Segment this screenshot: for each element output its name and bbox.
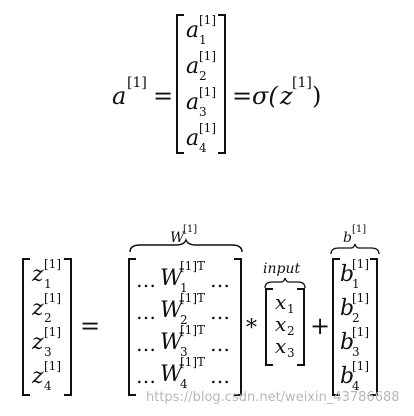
vector-z-entry-2-layer: [1] [44, 291, 61, 305]
vector-a-entry-3-sub: 3 [199, 105, 207, 119]
w-row-1-dots-right: … [210, 268, 230, 292]
w-brace-label-layer: [1] [183, 224, 198, 235]
vector-b-entry-1-layer: [1] [352, 257, 369, 271]
w-row-3-sub: 3 [180, 345, 188, 359]
w-row-4-sub: 4 [180, 377, 188, 391]
vector-a-entry-1-layer: [1] [199, 13, 216, 27]
w-overbrace-icon [129, 237, 243, 253]
left-bracket-b [332, 258, 340, 396]
vector-z-entry-1: z [32, 262, 44, 287]
vector-x-entry-3: x [275, 334, 287, 358]
equals-sign-3: = [80, 312, 101, 340]
input-overbrace-icon [264, 277, 306, 289]
vector-b-entry-1-sub: 1 [352, 277, 360, 291]
right-bracket-w [234, 258, 242, 396]
vector-z-entry-2-sub: 2 [44, 311, 52, 325]
vector-z-entry-2: z [32, 296, 44, 321]
vector-b-entry-4-layer: [1] [352, 359, 369, 373]
vector-b-entry-2-sub: 2 [352, 311, 360, 325]
vector-a-entry-4: a [186, 126, 200, 151]
vector-z-entry-3-layer: [1] [44, 325, 61, 339]
vector-b-entry-3-sub: 3 [352, 345, 360, 359]
left-bracket-a [176, 14, 184, 154]
vector-z-entry-4-layer: [1] [44, 359, 61, 373]
rhs-z-layer: [1] [292, 75, 312, 91]
right-bracket-z [64, 258, 72, 396]
w-row-4-layer: [1]T [180, 355, 206, 369]
vector-x-entry-1-sub: 1 [287, 302, 295, 316]
b-overbrace-icon [330, 243, 380, 255]
vector-z-entry-1-sub: 1 [44, 277, 52, 291]
vector-b-entry-3-layer: [1] [352, 325, 369, 339]
vector-a-entry-2: a [186, 54, 200, 79]
vector-x-entry-3-sub: 3 [287, 346, 295, 360]
lhs-a-layer: [1] [127, 75, 147, 91]
w-row-4-dots-left: … [136, 364, 156, 388]
w-row-2-dots-left: … [136, 300, 156, 324]
w-row-4-dots-right: … [210, 364, 230, 388]
vector-b-entry-4-sub: 4 [352, 379, 360, 393]
plus-operator: + [310, 312, 331, 340]
right-bracket-a [218, 14, 226, 154]
w-row-1-symbol: W [160, 266, 183, 291]
w-row-1-sub: 1 [180, 281, 188, 295]
b-brace-label: b [343, 230, 352, 246]
equals-sign-2: = [232, 82, 253, 110]
sigma-close: ) [312, 82, 322, 110]
left-bracket-w [128, 258, 136, 396]
w-row-3-dots-right: … [210, 332, 230, 356]
vector-a-entry-1: a [186, 18, 200, 43]
vector-x-entry-2: x [275, 312, 287, 336]
w-row-3-symbol: W [160, 330, 183, 355]
vector-z-entry-3: z [32, 330, 44, 355]
vector-z-entry-4: z [32, 364, 44, 389]
vector-b-entry-4: b [340, 364, 355, 389]
left-bracket-x [265, 288, 273, 366]
vector-a-entry-2-sub: 2 [199, 69, 207, 83]
vector-z-entry-3-sub: 3 [44, 345, 52, 359]
vector-a-entry-4-layer: [1] [199, 121, 216, 135]
vector-b-entry-2-layer: [1] [352, 291, 369, 305]
right-bracket-b [370, 258, 378, 396]
right-bracket-x [297, 288, 305, 366]
w-row-2-symbol: W [160, 298, 183, 323]
w-row-2-layer: [1]T [180, 291, 206, 305]
w-row-3-layer: [1]T [180, 323, 206, 337]
w-row-1-dots-left: … [136, 268, 156, 292]
vector-x-entry-1: x [275, 290, 287, 314]
rhs-z-symbol: z [280, 82, 293, 110]
w-row-2-dots-right: … [210, 300, 230, 324]
vector-x-entry-2-sub: 2 [287, 324, 295, 338]
b-brace-label-layer: [1] [352, 224, 367, 235]
vector-b-entry-2: b [340, 296, 355, 321]
vector-a-entry-1-sub: 1 [199, 33, 207, 47]
watermark: https://blog.csdn.net/weixin_43786688 [146, 390, 400, 405]
vector-a-entry-3-layer: [1] [199, 85, 216, 99]
w-row-2-sub: 2 [180, 313, 188, 327]
left-bracket-z [22, 258, 30, 396]
vector-b-entry-1: b [340, 262, 355, 287]
equals-sign-1: = [153, 82, 174, 110]
w-row-4-symbol: W [160, 362, 183, 387]
w-brace-label: W [170, 230, 185, 246]
lhs-a-symbol: a [112, 82, 127, 110]
vector-a-entry-2-layer: [1] [199, 49, 216, 63]
vector-a-entry-4-sub: 4 [199, 141, 207, 155]
vector-z-entry-4-sub: 4 [44, 379, 52, 393]
vector-a-entry-3: a [186, 90, 200, 115]
input-brace-label: input [263, 261, 301, 277]
vector-z-entry-1-layer: [1] [44, 257, 61, 271]
times-operator: * [246, 316, 257, 341]
vector-b-entry-3: b [340, 330, 355, 355]
sigma-open: σ( [252, 82, 278, 110]
w-row-1-layer: [1]T [180, 259, 206, 273]
w-row-3-dots-left: … [136, 332, 156, 356]
